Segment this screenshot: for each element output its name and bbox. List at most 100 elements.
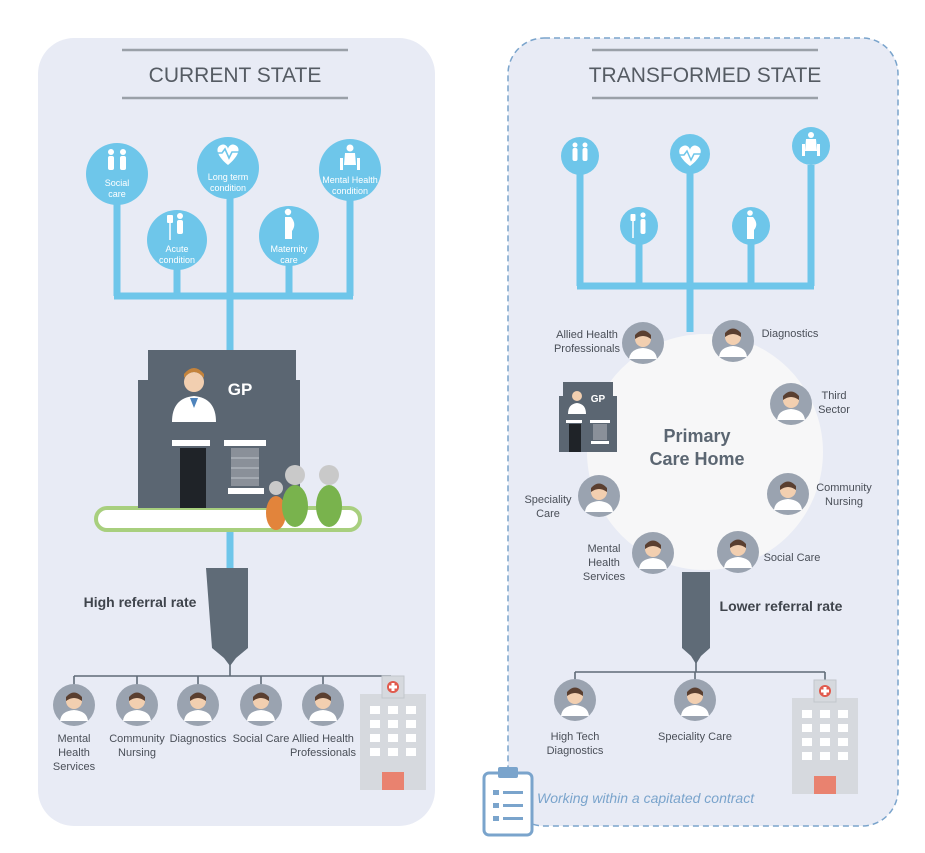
ring-label: Third: [821, 390, 846, 402]
doctor-icon: [674, 679, 716, 721]
pregnant-icon: [284, 208, 295, 239]
ring-allied-health: Allied Health Professionals: [554, 322, 664, 364]
gp-doctor-icon: [172, 368, 216, 422]
condition-mental-health: [792, 127, 830, 165]
condition-label: Maternity: [270, 244, 308, 254]
family-icon: [572, 142, 588, 161]
ring-social-care: Social Care: [717, 531, 820, 573]
condition-acute: Acute condition: [147, 210, 207, 270]
nurse-icon: [767, 473, 809, 515]
service-label: High Tech: [551, 731, 600, 743]
service-label: Diagnostics: [547, 745, 604, 757]
service-label: Diagnostics: [170, 733, 227, 745]
service-label: Health: [58, 747, 90, 759]
social-worker-icon: [240, 684, 282, 726]
surgeon-icon: [622, 322, 664, 364]
service-label: Social Care: [233, 733, 290, 745]
current-state-panel: CURRENT STATE Social care: [38, 38, 435, 826]
lower-referral-rate-label: Lower referral rate: [720, 598, 843, 614]
ring-mental-health: Mental Health Services: [583, 532, 674, 583]
condition-mental-health: Mental Health condition: [319, 139, 381, 201]
referral-funnel: [206, 568, 248, 666]
service-label: Professionals: [290, 747, 357, 759]
heartbeat-icon: [214, 144, 242, 165]
ring-label: Diagnostics: [762, 328, 819, 340]
nurse-icon: [116, 684, 158, 726]
condition-long-term: [670, 134, 710, 174]
condition-label: condition: [332, 186, 368, 196]
ring-third-sector: Third Sector: [770, 383, 850, 425]
ring-label: Health: [588, 557, 620, 569]
hub-label-line: Care Home: [649, 449, 744, 469]
ring-diagnostics: Diagnostics: [712, 320, 819, 362]
ring-label: Community: [816, 482, 872, 494]
gp-label: GP: [228, 380, 253, 399]
service-speciality-care: Speciality Care: [658, 679, 732, 743]
ring-speciality-care: Speciality Care: [524, 475, 620, 520]
service-label: Services: [53, 761, 96, 773]
lab-tech-icon: [712, 320, 754, 362]
male-professional-icon: [554, 679, 596, 721]
condition-label: care: [108, 189, 126, 199]
family-icon: [108, 149, 126, 170]
seated-person-icon: [340, 144, 360, 170]
condition-maternity: [732, 207, 770, 245]
ring-label: Services: [583, 571, 626, 583]
service-mental-health: Mental Health Services: [53, 684, 96, 773]
service-branches: [574, 662, 826, 680]
ring-label: Nursing: [825, 496, 863, 508]
service-label: Community: [109, 733, 165, 745]
ring-label: Sector: [818, 404, 850, 416]
primary-care-home-hub: Primary Care Home: [587, 334, 823, 570]
condition-tree: [576, 165, 815, 332]
ring-community-nursing: Community Nursing: [767, 473, 872, 515]
service-community-nursing: Community Nursing: [109, 684, 165, 759]
service-label: Allied Health: [292, 733, 354, 745]
service-diagnostics: Diagnostics: [170, 684, 227, 745]
condition-label: Mental Health: [322, 175, 378, 185]
transformed-state-panel: TRANSFORMED STATE: [482, 37, 899, 837]
ring-label: Mental: [587, 543, 620, 555]
social-worker-icon: [717, 531, 759, 573]
clipboard-icon: [482, 767, 534, 837]
high-referral-rate-label: High referral rate: [84, 594, 197, 610]
female-professional-icon: [53, 684, 95, 726]
gp-label: GP: [591, 394, 606, 405]
female-professional-icon: [632, 532, 674, 574]
condition-acute: [620, 207, 658, 245]
service-label: Mental: [57, 733, 90, 745]
service-label: Speciality Care: [658, 731, 732, 743]
condition-label: condition: [210, 183, 246, 193]
condition-tree: [113, 176, 354, 570]
condition-social-care: Social care: [86, 143, 148, 205]
condition-label: care: [280, 255, 298, 265]
ring-label: Professionals: [554, 343, 621, 355]
capitated-contract-label: Working within a capitated contract: [537, 790, 755, 806]
patients-icon: [266, 465, 342, 530]
hub-label-line: Primary: [663, 426, 730, 446]
condition-label: Social: [105, 178, 130, 188]
gp-practice-building: GP: [559, 382, 617, 452]
current-state-title: CURRENT STATE: [149, 64, 322, 87]
pregnant-icon: [747, 210, 757, 239]
condition-label: Long term: [208, 172, 249, 182]
heartbeat-icon: [677, 145, 703, 166]
ring-label: Social Care: [764, 552, 821, 564]
transformed-state-title: TRANSFORMED STATE: [589, 64, 822, 87]
iv-drip-icon: [167, 213, 183, 240]
lab-tech-icon: [177, 684, 219, 726]
service-allied-health: Allied Health Professionals: [290, 684, 357, 759]
service-social-care: Social Care: [233, 684, 290, 745]
ring-label: Speciality: [524, 494, 572, 506]
condition-label: condition: [159, 255, 195, 265]
iv-drip-icon: [630, 212, 646, 238]
ring-label: Allied Health: [556, 329, 618, 341]
condition-long-term: Long term condition: [197, 137, 259, 199]
volunteer-icon: [770, 383, 812, 425]
hub-circle: [587, 334, 823, 570]
surgeon-icon: [302, 684, 344, 726]
gp-doctor-icon: [568, 391, 586, 414]
ring-label: Care: [536, 508, 560, 520]
referral-funnel: [682, 572, 710, 664]
